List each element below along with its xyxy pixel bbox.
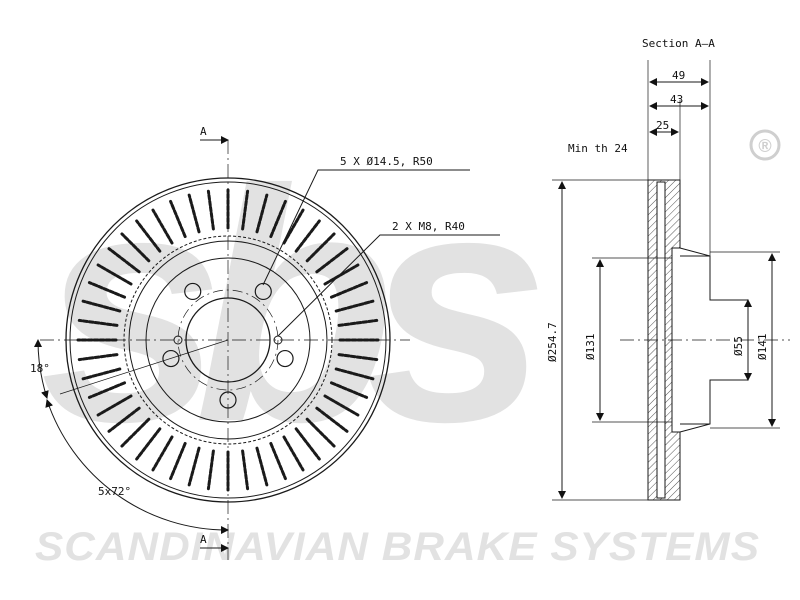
section-marker-top: A	[200, 125, 207, 138]
cooling-vane	[241, 449, 250, 491]
cooling-vane	[87, 281, 127, 299]
cooling-vane	[334, 367, 375, 381]
registered-mark: ®	[758, 136, 771, 156]
dia-131-label: Ø131	[584, 334, 597, 361]
cooling-vane	[81, 299, 122, 313]
cooling-vane	[77, 318, 119, 327]
angle-arc-72	[45, 399, 229, 535]
cooling-vane	[269, 441, 287, 481]
cooling-vane	[337, 353, 379, 362]
cooling-vane	[294, 219, 321, 253]
section-view-labels: Section A–A Min th 24 49 43 25 Ø254.7 Ø1…	[546, 37, 769, 362]
registered-circle	[749, 129, 781, 161]
cooling-vane	[187, 193, 201, 234]
dia-55-label: Ø55	[732, 336, 745, 356]
angle-label: 18°	[30, 362, 50, 375]
cooling-vane	[135, 219, 162, 253]
pattern-label: 5x72°	[98, 485, 131, 498]
dim-49-label: 49	[672, 69, 685, 82]
cooling-vane	[107, 247, 141, 274]
leader-threads	[277, 234, 500, 337]
front-view	[33, 136, 500, 560]
cooling-vane	[294, 427, 321, 461]
min-thickness-label: Min th 24	[568, 142, 628, 155]
cooling-vane	[269, 199, 287, 239]
cooling-vane	[120, 232, 151, 263]
cooling-vane	[151, 208, 174, 245]
section-marker-bottom: A	[200, 533, 207, 546]
cooling-vane	[255, 446, 269, 487]
front-view-labels: A A 5 X Ø14.5, R50 2 X M8, R40 18° 5x72°	[30, 125, 465, 546]
cooling-vane	[337, 318, 379, 327]
bolt-hole	[184, 282, 202, 301]
cooling-vane	[329, 381, 369, 399]
cooling-vane	[305, 417, 336, 448]
callout-threads: 2 X M8, R40	[392, 220, 465, 233]
cooling-vane	[305, 232, 336, 263]
watermark-logo: sbs	[40, 121, 540, 490]
dim-43-label: 43	[670, 93, 683, 106]
dia-outer-label: Ø254.7	[546, 322, 559, 362]
cooling-vane	[282, 208, 305, 245]
cooling-vane	[334, 299, 375, 313]
callout-bolt-holes: 5 X Ø14.5, R50	[340, 155, 433, 168]
cooling-vane	[77, 353, 119, 362]
cooling-vane	[96, 263, 133, 286]
cooling-vane	[169, 199, 187, 239]
cooling-vane	[241, 189, 250, 231]
cooling-vane	[255, 193, 269, 234]
section-view	[552, 60, 790, 501]
watermark-company-name: SCANDINAVIAN BRAKE SYSTEMS	[35, 525, 760, 569]
bolt-hole	[276, 349, 294, 368]
cooling-vane	[87, 381, 127, 399]
cooling-vane	[282, 435, 305, 472]
cooling-vane	[323, 263, 360, 286]
section-title: Section A–A	[642, 37, 715, 50]
bolt-hole	[162, 349, 180, 368]
cooling-vane	[315, 406, 349, 433]
cooling-vane	[315, 247, 349, 274]
angle-arc-18	[33, 339, 49, 399]
cooling-vane	[81, 367, 122, 381]
dim-25-label: 25	[656, 119, 669, 132]
leader-bolt-holes	[262, 169, 470, 286]
dia-141-label: Ø141	[756, 334, 769, 361]
cooling-vane	[323, 394, 360, 417]
angle-ray	[59, 339, 229, 395]
cooling-vane	[329, 281, 369, 299]
cooling-vane	[206, 189, 215, 231]
